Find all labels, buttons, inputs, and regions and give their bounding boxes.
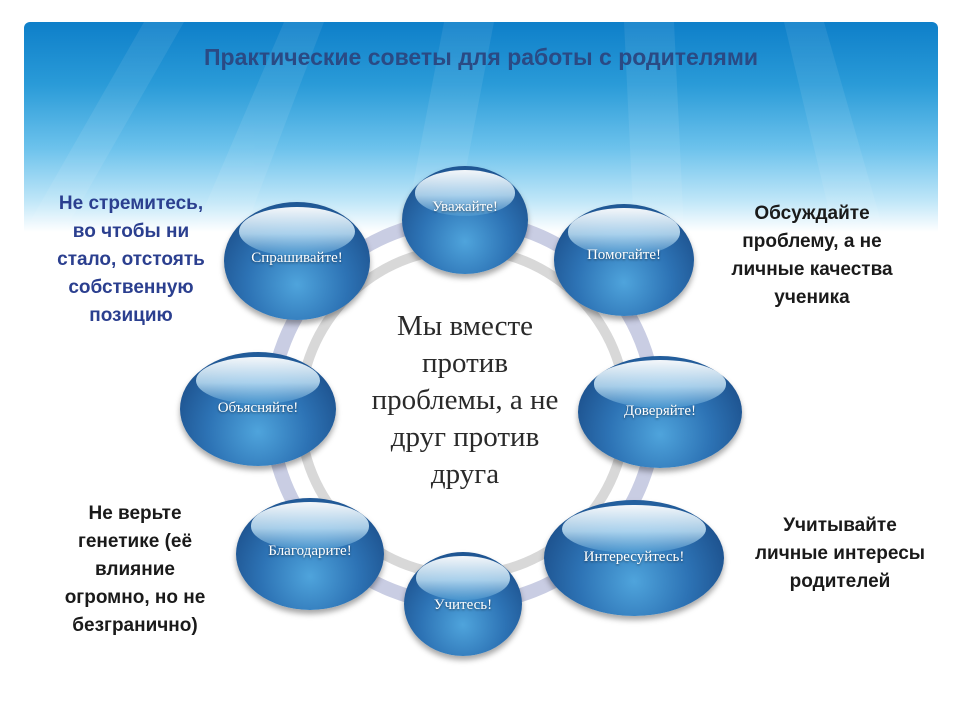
note-bottom-left: Не верьте генетике (её влияние огромно, … [28, 500, 242, 640]
note-line: Не верьте [88, 503, 182, 524]
center-disc-inner [305, 254, 621, 570]
note-top-left: Не стремитесь, во чтобы ни стало, отстоя… [20, 190, 242, 330]
bubble-label: Уважайте! [432, 198, 498, 215]
center-line: друга [430, 458, 500, 490]
banner-rays [24, 22, 884, 232]
note-top-right: Обсуждайте проблему, а не личные качеств… [700, 200, 924, 312]
center-line: Мы вместе [396, 310, 534, 342]
note-line: безгранично) [72, 615, 198, 636]
bubble-interest: Интересуйтесь! [544, 500, 724, 616]
note-line: личные качества [731, 259, 893, 280]
bubble-label: Учитесь! [433, 596, 493, 613]
note-line: генетике (её [77, 531, 193, 552]
note-line: стало, отстоять [57, 249, 205, 270]
bubble-label: Благодарите! [268, 542, 352, 559]
bubble-explain: Объясняйте! [180, 352, 336, 466]
center-statement: Мы вместе против проблемы, а не друг про… [345, 308, 585, 493]
note-line: собственную [68, 277, 194, 298]
note-line: личные интересы [754, 543, 926, 564]
bubble-label: Помогайте! [586, 246, 662, 263]
bubble-learn: Учитесь! [404, 552, 522, 656]
note-bottom-right: Учитывайте личные интересы родителей [730, 512, 950, 596]
bubble-thank: Благодарите! [236, 498, 384, 610]
note-line: Не стремитесь, [58, 193, 204, 214]
note-line: во чтобы ни [72, 221, 190, 242]
center-line: против [421, 347, 509, 379]
note-line: Обсуждайте [754, 203, 870, 224]
bubble-label: Интересуйтесь! [583, 548, 685, 565]
bubble-trust: Доверяйте! [578, 356, 742, 468]
note-line: влияние [95, 559, 175, 580]
note-line: Учитывайте [783, 515, 897, 536]
center-line: друг против [390, 421, 540, 453]
bubble-respect: Уважайте! [402, 166, 528, 274]
note-line: родителей [789, 571, 891, 592]
note-line: ученика [774, 287, 850, 308]
note-line: огромно, но не [64, 587, 206, 608]
bubble-label: Объясняйте! [217, 399, 299, 416]
bubble-label: Спрашивайте! [251, 249, 343, 266]
note-line: проблему, а не [742, 231, 882, 252]
bubble-ask: Спрашивайте! [224, 202, 370, 320]
center-line: проблемы, а не [371, 384, 559, 416]
bubble-label: Доверяйте! [623, 402, 697, 419]
bubble-help: Помогайте! [554, 204, 694, 316]
page-title: Практические советы для работы с родител… [203, 44, 758, 70]
note-line: позицию [89, 305, 173, 326]
